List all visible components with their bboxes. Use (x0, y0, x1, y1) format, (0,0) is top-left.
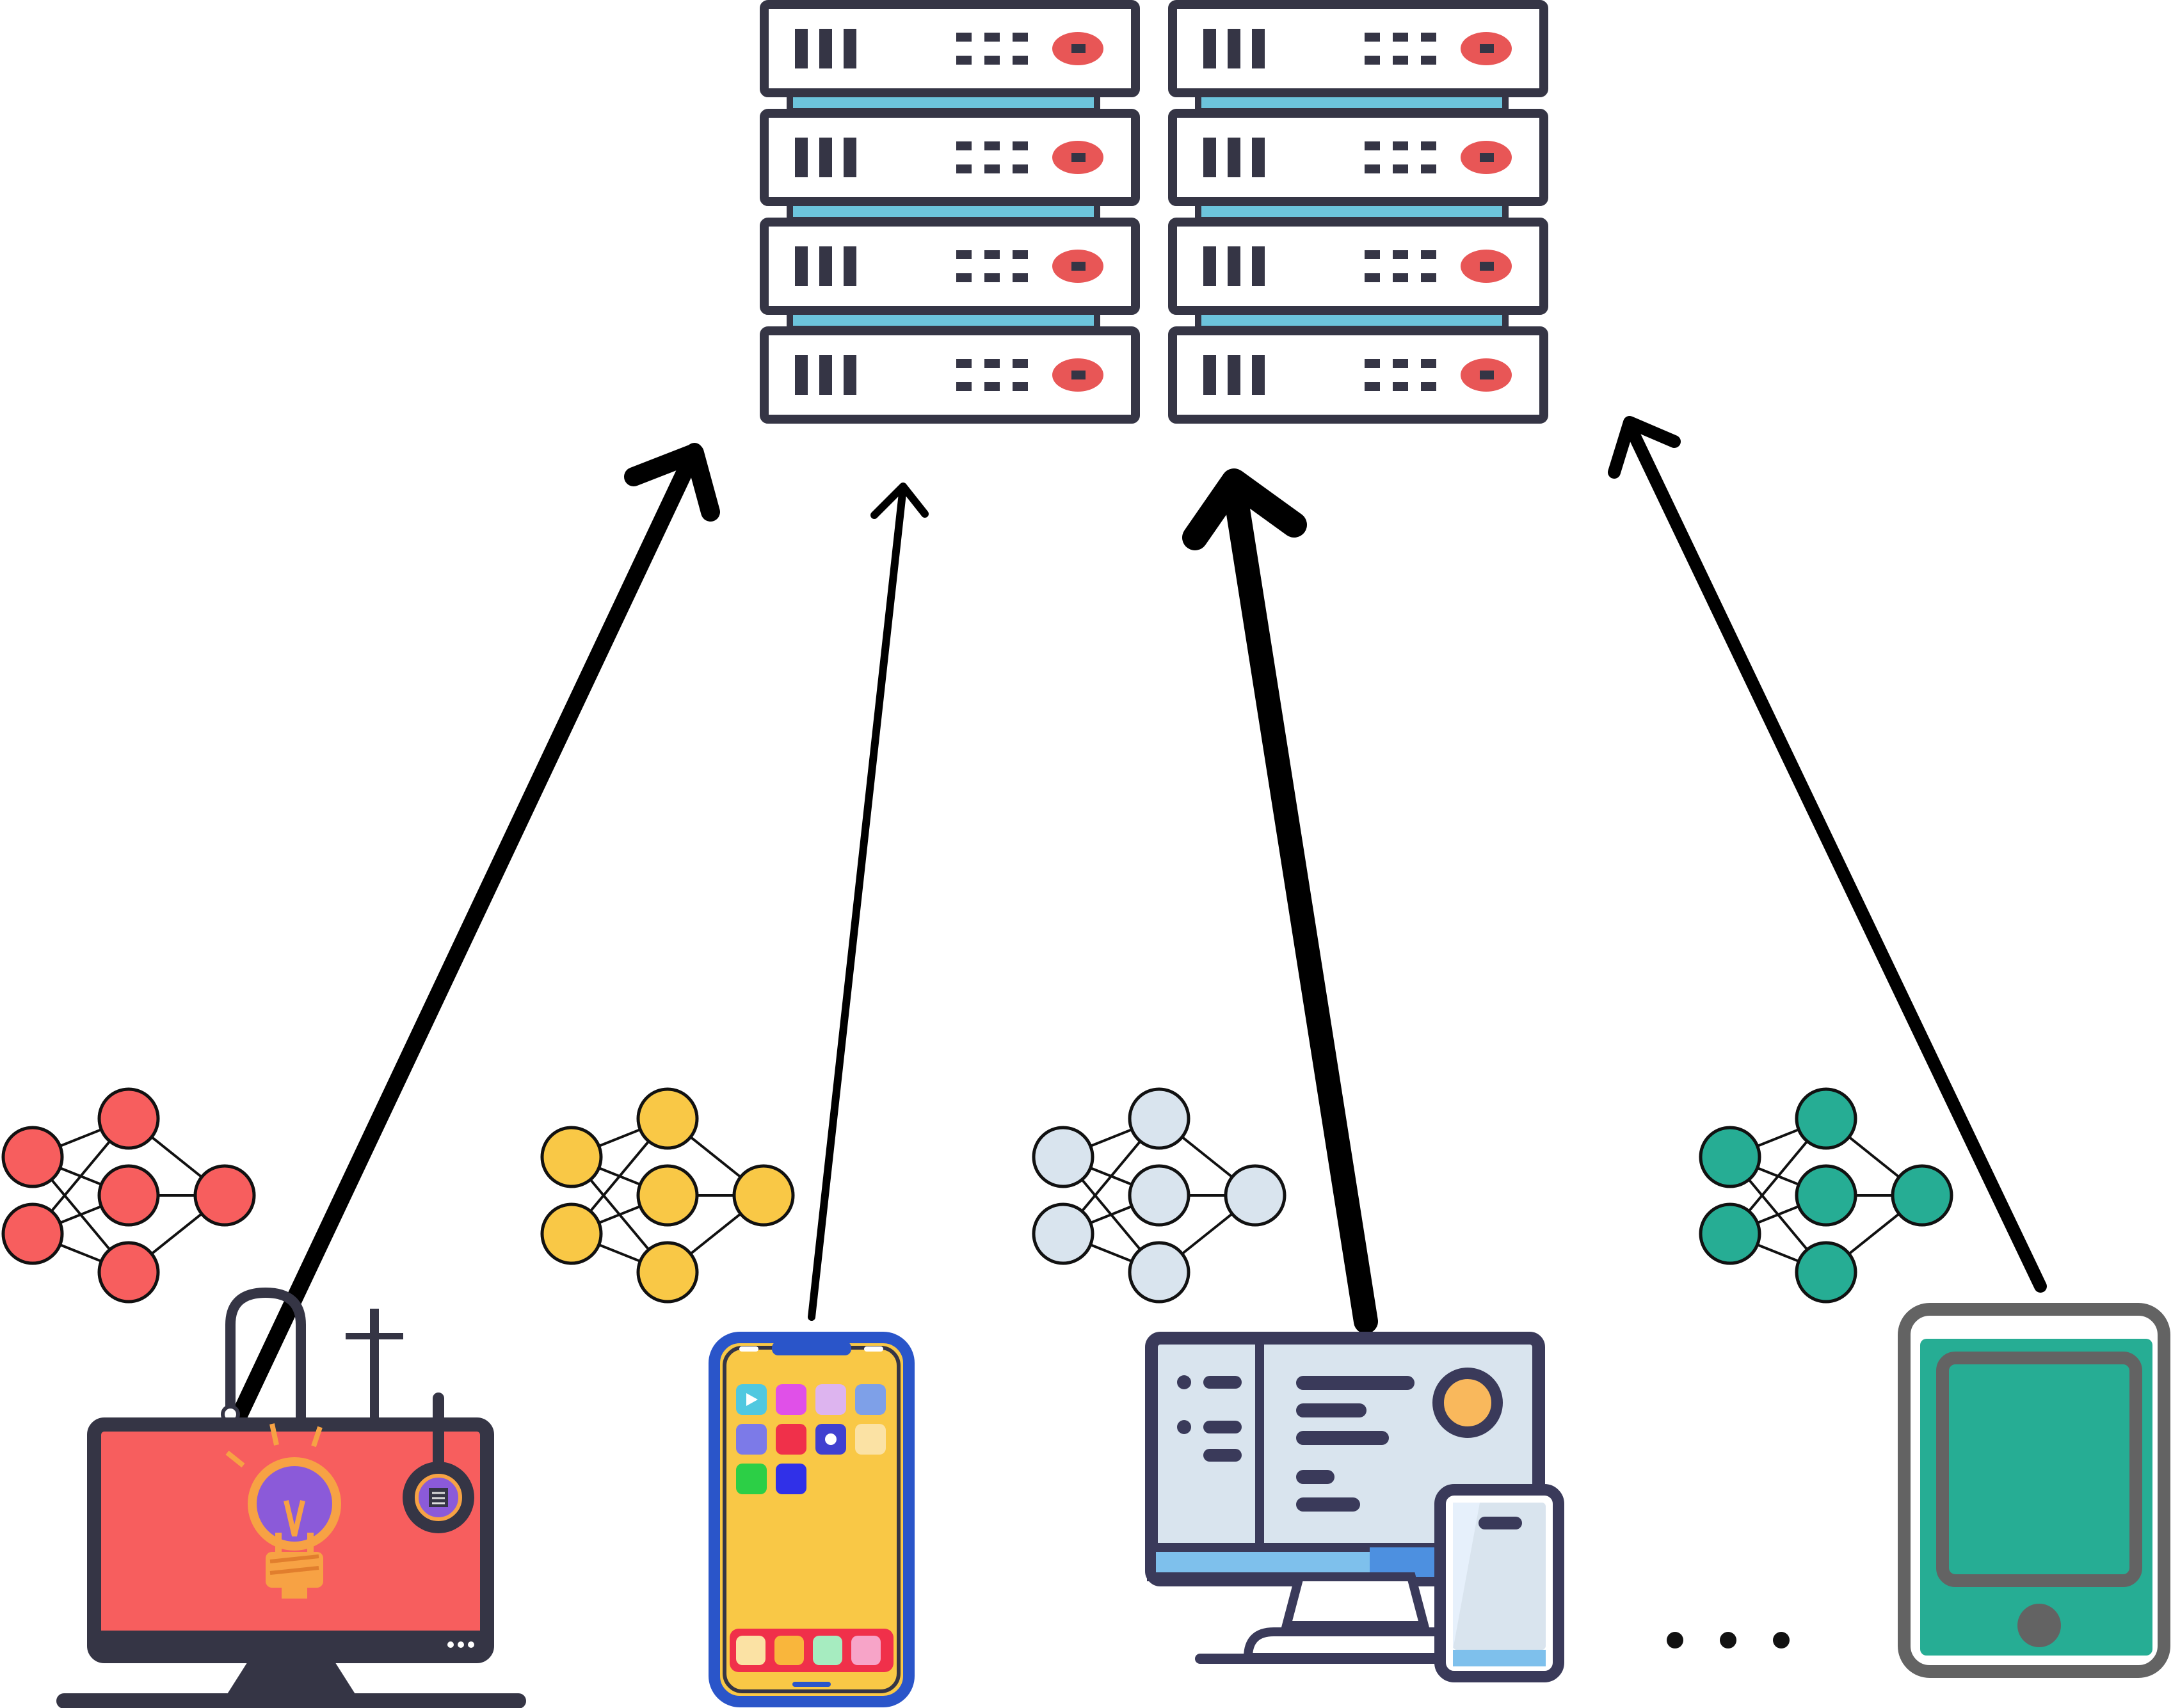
neural-network-red-icon (1, 1087, 256, 1304)
upload-arrow-4 (1608, 416, 2047, 1293)
server-rack-right-icon (1173, 4, 1544, 419)
upload-arrow-3 (1182, 468, 1378, 1334)
neural-network-yellow-icon (540, 1087, 795, 1304)
upload-arrow-2 (808, 483, 929, 1321)
server-rack-left-icon (764, 4, 1135, 419)
desktop-and-phone-icon (1145, 1332, 1564, 1682)
app-grid (736, 1384, 886, 1494)
smartphone-icon (709, 1332, 915, 1707)
neural-network-light-blue-icon (1032, 1087, 1286, 1304)
tablet-icon (1898, 1303, 2170, 1678)
upload-arrow-1 (228, 443, 720, 1429)
monitor-lightbulb-icon (56, 1287, 526, 1708)
neural-network-teal-icon (1699, 1087, 1953, 1304)
more-clients-dots (1667, 1632, 1790, 1648)
app-dock (730, 1629, 894, 1672)
lightbulb-icon (225, 1423, 341, 1599)
headphone-knob-icon (403, 1393, 474, 1533)
